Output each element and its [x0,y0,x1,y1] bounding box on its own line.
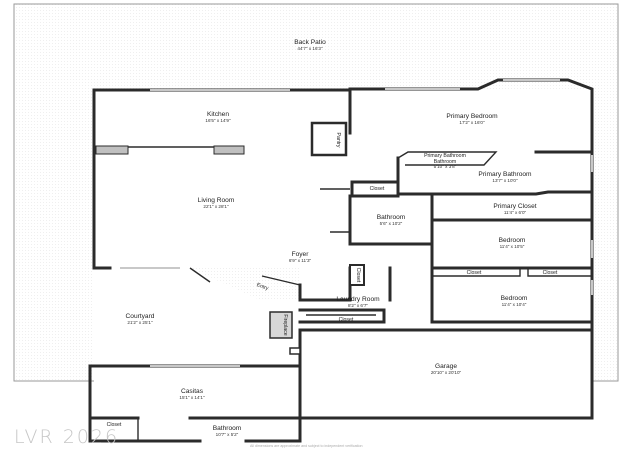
bedroom-closet-box-right [527,268,592,277]
kitchen-label: Kitchen [207,111,229,118]
closet-foyer-label: Closet [355,268,361,283]
closet-center-label: Closet [370,186,385,192]
primary-bathroom-label: Primary Bathroom [478,171,532,178]
bedroom-upper-label: Bedroom [499,237,526,244]
living-room-dims: 22'1" x 28'1" [203,204,229,209]
laundry-walls [298,308,386,324]
casitas-label: Casitas [181,388,204,395]
primary-closet-label: Primary Closet [493,203,536,210]
primary-suite-wall [348,78,594,420]
garage-label: Garage [435,363,457,370]
bathroom-casitas-label: Bathroom [213,425,242,432]
courtyard-dims: 21'2" x 25'1" [127,320,153,325]
bedroom-lower-dims: 11'4" x 10'4" [502,302,527,307]
closet-bedroom-left-label: Closet [467,270,482,276]
fireplace-box [269,311,293,339]
closet-casitas-label: Closet [107,422,122,428]
interior-fill-garage [300,330,592,420]
foyer-door-swing [261,275,301,286]
casitas-west [88,364,202,443]
kitchen-counter-left [95,145,129,155]
foyer-label: Foyer [292,251,310,258]
kitchen-counter-right [213,145,245,155]
primary-bath-small-wall [397,151,498,166]
entry-label: Entry [256,282,270,292]
pantry-label: Pantry [335,133,341,148]
closet-laundry-label: Closet [339,317,354,323]
bathroom-center-label: Bathroom [377,214,406,221]
garage-dims: 20'10" x 20'10" [431,370,462,375]
back-patio-label: Back Patio [294,39,326,46]
kitchen-dims: 16'5" x 14'9" [205,118,231,123]
bedroom-closet-box-left [432,268,521,277]
bedroom-upper-dims: 11'4" x 10'5" [500,244,525,249]
primary-bathroom-dims: 13'7" x 10'0" [492,178,518,183]
watermark: LVR 2026 [14,426,120,448]
pantry-box [310,121,348,157]
bedroom-lower-label: Bedroom [501,295,528,302]
foyer-closet-box [349,264,365,286]
primary-bathroom-upper-label-2: Bathroom [434,159,457,165]
entry-door-swing [189,267,211,283]
fireplace-post [289,347,301,355]
entry-walk [190,268,300,300]
disclaimer: All dimensions are approximate and subje… [250,444,363,448]
primary-bathroom-upper-dims: 5'10" x 3'8" [434,164,457,169]
closet-bedroom-right-label: Closet [543,270,558,276]
fireplace-label: Fireplace [282,314,288,335]
courtyard-label: Courtyard [126,313,155,320]
laundry-room-dims: 8'2" x 6'7" [348,303,368,308]
back-patio-dims: 44'7" x 16'3" [297,46,323,51]
living-room-label: Living Room [198,197,235,204]
bathroom-casitas-dims: 10'7" x 5'2" [216,432,239,437]
primary-closet-north [398,190,594,196]
bathroom-center-dims: 5'6" x 10'2" [380,221,403,226]
primary-closet-dims: 11'4" x 6'0" [504,210,527,215]
foyer-dims: 6'9" x 11'3" [289,258,312,263]
primary-bedroom-dims: 17'2" x 16'0" [459,120,485,125]
primary-bathroom-upper-label: Primary Bathroom [424,153,466,159]
closet-center-walls [350,180,400,198]
primary-bedroom-label: Primary Bedroom [446,113,498,120]
laundry-room-label: Laundry Room [336,296,380,303]
casitas-dims: 15'1" x 14'1" [179,395,205,400]
